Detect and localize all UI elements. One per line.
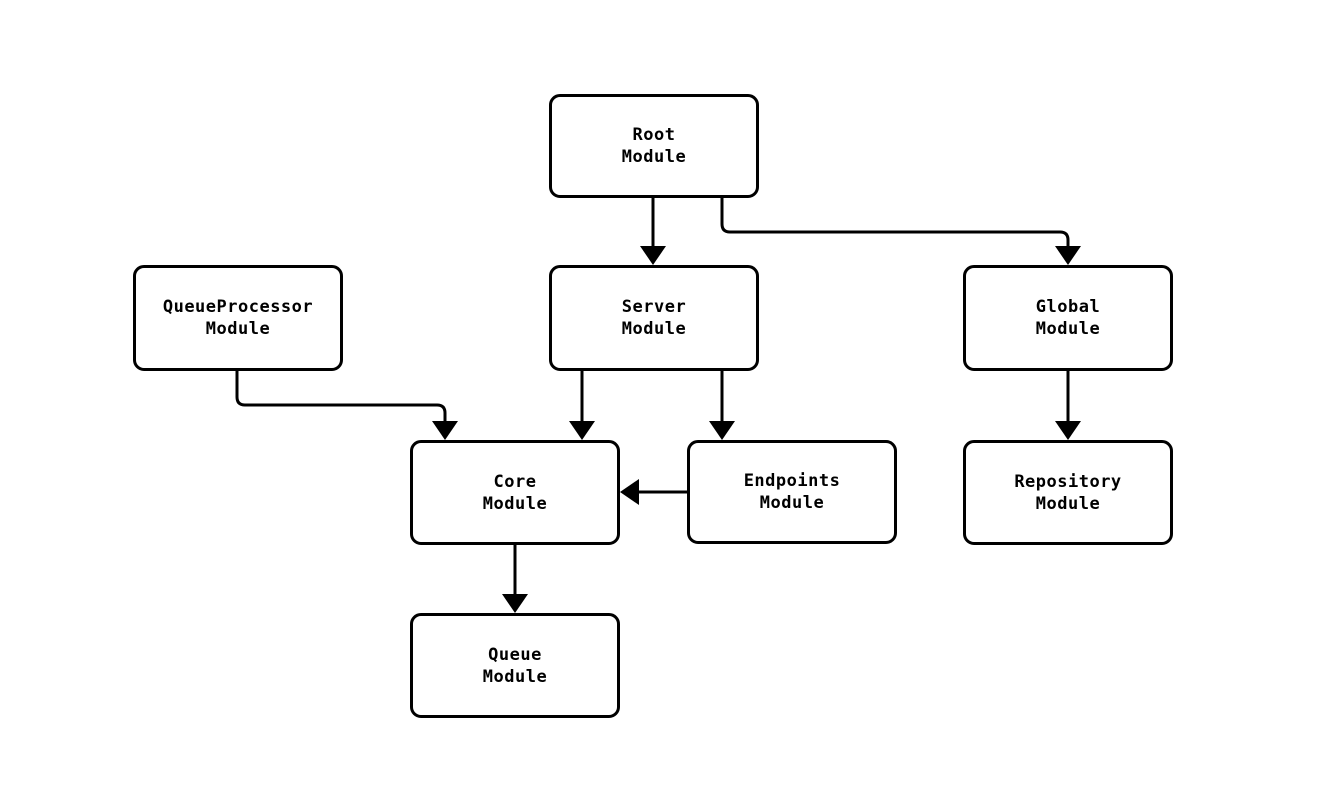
edge-root-to-global bbox=[720, 198, 1070, 248]
edge-queueprocessor-to-core bbox=[235, 371, 447, 423]
arrowhead-global-to-repository bbox=[1055, 421, 1081, 440]
node-core-label-line2: Module bbox=[482, 493, 548, 514]
arrowhead-server-to-endpoints bbox=[709, 421, 735, 440]
node-server-label-line2: Module bbox=[621, 319, 687, 339]
node-global-label-line1: Global bbox=[1035, 297, 1101, 317]
node-queue-label-line2: Module bbox=[482, 666, 548, 687]
node-root-label-line1: Root bbox=[632, 125, 676, 145]
node-endpoints-label-line1: Endpoints bbox=[743, 471, 841, 491]
node-repository-label-line1: Repository bbox=[1014, 471, 1122, 492]
node-core-label-line1: Core bbox=[493, 471, 537, 492]
node-queue-label-line1: Queue bbox=[488, 644, 542, 665]
node-server-label-line1: Server bbox=[621, 297, 687, 317]
node-queueprocessor-label-line2: Module bbox=[205, 319, 271, 339]
node-repository-label-line2: Module bbox=[1035, 493, 1101, 514]
arrowhead-server-to-core bbox=[569, 421, 595, 440]
node-endpoints-label-line2: Module bbox=[759, 493, 825, 513]
node-queueprocessor-label-line1: QueueProcessor bbox=[162, 297, 314, 317]
arrowhead-root-to-server bbox=[640, 246, 666, 265]
arrowhead-root-to-global bbox=[1055, 246, 1081, 265]
arrowhead-queueprocessor-to-core bbox=[432, 421, 458, 440]
arrowhead-endpoints-to-core bbox=[620, 479, 639, 505]
node-global-label-line2: Module bbox=[1035, 319, 1101, 339]
arrowhead-core-to-queue bbox=[502, 594, 528, 613]
node-root-label-line2: Module bbox=[621, 147, 687, 167]
